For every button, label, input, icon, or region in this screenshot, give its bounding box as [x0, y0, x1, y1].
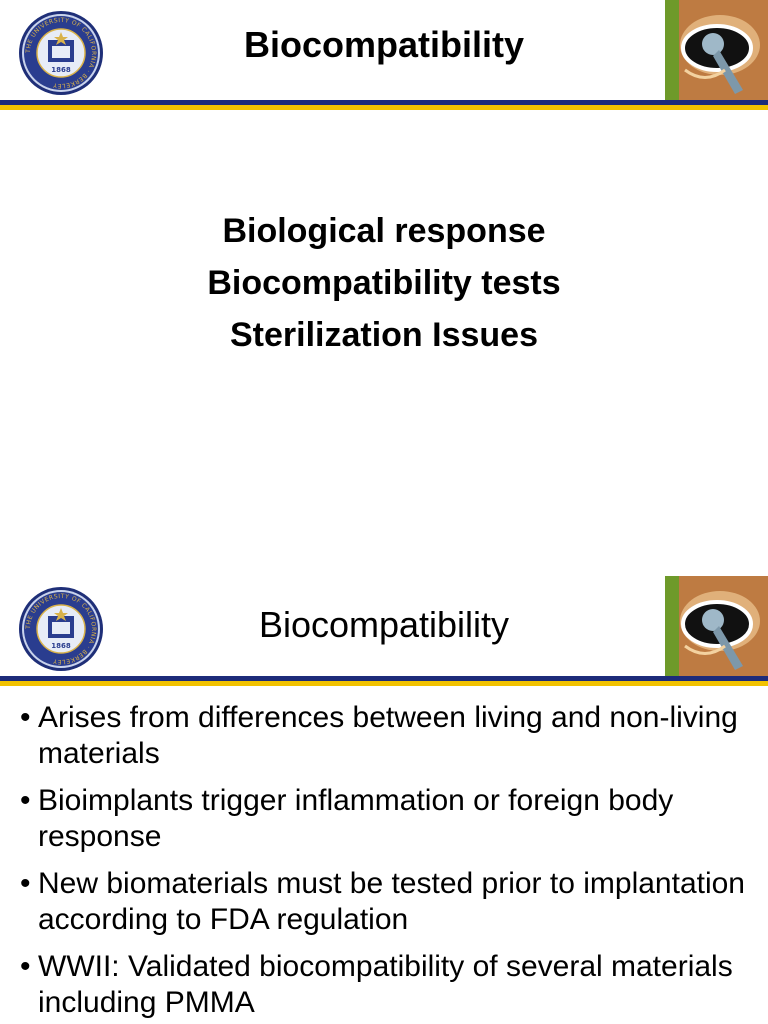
- university-seal-icon: THE UNIVERSITY OF CALIFORNIA · BERKELEY …: [19, 587, 103, 671]
- bullet-item: • New biomaterials must be tested prior …: [20, 866, 760, 938]
- slide-1: THE UNIVERSITY OF CALIFORNIA · BERKELEY …: [0, 0, 768, 361]
- slide-header: THE UNIVERSITY OF CALIFORNIA · BERKELEY …: [0, 0, 768, 100]
- topic-item: Biological response: [222, 212, 546, 250]
- bullet-text: WWII: Validated biocompatibility of seve…: [38, 950, 733, 1019]
- slide-2: THE UNIVERSITY OF CALIFORNIA · BERKELEY …: [0, 576, 768, 1024]
- topic-item: Biocompatibility tests: [207, 264, 561, 302]
- university-seal-icon: THE UNIVERSITY OF CALIFORNIA · BERKELEY …: [19, 11, 103, 95]
- header-rule-gold: [0, 681, 768, 686]
- bullet-icon: •: [20, 701, 31, 734]
- header-rule-blue: [0, 676, 768, 681]
- header-rule-gold: [0, 105, 768, 110]
- bullet-icon: •: [20, 950, 31, 983]
- bullet-text: New biomaterials must be tested prior to…: [38, 867, 745, 936]
- seal-year: 1868: [51, 642, 71, 650]
- slide-header: THE UNIVERSITY OF CALIFORNIA · BERKELEY …: [0, 576, 768, 676]
- hip-implant-image: [665, 576, 768, 676]
- bullet-item: • Bioimplants trigger inflammation or fo…: [20, 783, 760, 855]
- bullet-item: • WWII: Validated biocompatibility of se…: [20, 949, 760, 1021]
- bullet-icon: •: [20, 867, 31, 900]
- bullet-icon: •: [20, 784, 31, 817]
- slide-title: Biocompatibility: [258, 604, 510, 645]
- hip-implant-image: [665, 0, 768, 100]
- slide-title: Biocompatibility: [243, 24, 525, 65]
- topic-item: Sterilization Issues: [230, 316, 538, 354]
- bullet-list: • Arises from differences between living…: [20, 700, 760, 1024]
- topic-list: Biological response Biocompatibility tes…: [0, 205, 768, 361]
- bullet-item: • Arises from differences between living…: [20, 700, 760, 772]
- seal-year: 1868: [51, 66, 71, 74]
- bullet-text: Arises from differences between living a…: [38, 701, 738, 770]
- bullet-text: Bioimplants trigger inflammation or fore…: [38, 784, 674, 853]
- header-rule-blue: [0, 100, 768, 105]
